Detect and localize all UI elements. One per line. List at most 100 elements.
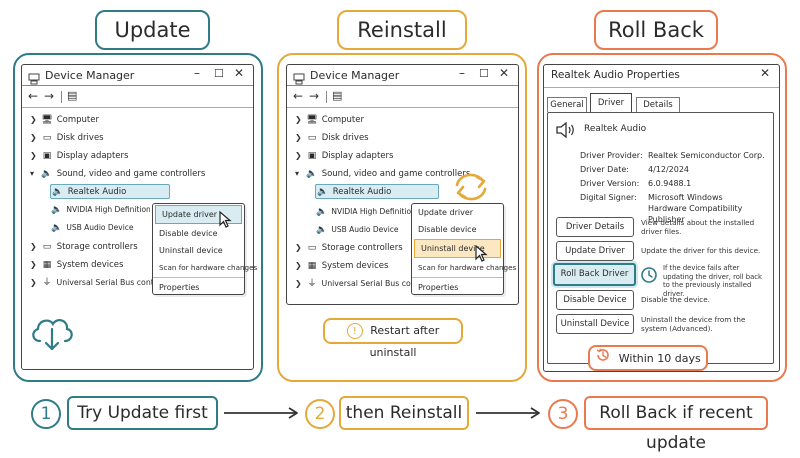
- step-1-label: Try Update first: [67, 396, 218, 430]
- close-icon[interactable]: ✕: [499, 66, 510, 80]
- device-manager-icon: [293, 70, 305, 89]
- forward-arrow-icon[interactable]: →: [44, 89, 55, 103]
- speaker-icon: 🔈: [316, 225, 328, 235]
- roll-back-driver-button[interactable]: Roll Back Driver: [553, 263, 636, 286]
- properties-window: Realtek Audio Properties ✕ General Drive…: [543, 64, 780, 372]
- maximize-icon[interactable]: ☐: [214, 67, 224, 80]
- tree-item-usb-controllers[interactable]: ❯⏚ Universal Serial Bus controllers: [295, 276, 443, 292]
- step-1-number: 1: [31, 399, 61, 429]
- restart-note: ! Restart after uninstall: [323, 318, 463, 359]
- tree-item-display-adapters[interactable]: ❯▣ Display adapters: [30, 148, 128, 164]
- speaker-icon: 🔈: [52, 187, 64, 197]
- tree-item-disk-drives[interactable]: ❯▭ Disk drives: [295, 130, 369, 146]
- tree-item-storage[interactable]: ❯▭ Storage controllers: [295, 240, 403, 256]
- forward-arrow-icon[interactable]: →: [309, 89, 320, 103]
- tree-item-computer[interactable]: ❯🖥 Computer: [295, 112, 364, 128]
- mouse-cursor-icon: [475, 244, 489, 267]
- disable-device-button[interactable]: Disable Device: [556, 290, 634, 310]
- speaker-icon: 🔈: [317, 187, 329, 197]
- speaker-icon: 🔈: [51, 223, 63, 233]
- tree-item-nvidia-audio[interactable]: 🔈 NVIDIA High Definition Audio: [315, 204, 411, 220]
- menu-uninstall-device[interactable]: Uninstall device: [159, 246, 223, 255]
- rollback-title: Roll Back: [594, 10, 718, 50]
- clock-history-icon: [640, 266, 658, 288]
- tab-details[interactable]: Details: [636, 97, 680, 112]
- driver-details-button[interactable]: Driver Details: [556, 217, 634, 237]
- maximize-icon[interactable]: ☐: [479, 67, 489, 80]
- arrow-step-1-to-2: [224, 407, 298, 419]
- tree-item-realtek-audio[interactable]: 🔈 Realtek Audio: [315, 184, 439, 199]
- computer-icon: 🖥: [41, 115, 53, 125]
- within-10-days-note: Within 10 days: [588, 345, 708, 371]
- close-icon[interactable]: ✕: [234, 66, 245, 80]
- update-title: Update: [95, 10, 210, 50]
- info-version-label: Driver Version:: [580, 179, 640, 188]
- tree-item-usb-controllers[interactable]: ❯⏚ Universal Serial Bus controllers: [30, 275, 178, 291]
- properties-icon[interactable]: ▤: [332, 89, 343, 102]
- device-manager-icon: [28, 70, 40, 89]
- tree-item-nvidia-audio[interactable]: 🔈 NVIDIA High Definition Audio: [50, 202, 150, 218]
- info-date-label: Driver Date:: [580, 165, 629, 174]
- tree-item-system-devices[interactable]: ❯▦ System devices: [295, 258, 388, 274]
- menu-scan[interactable]: Scan for hardware changes: [159, 263, 258, 272]
- disk-icon: ▭: [42, 133, 52, 143]
- uninstall-device-button[interactable]: Uninstall Device: [556, 314, 634, 334]
- rollback-panel: [537, 53, 787, 382]
- tree-item-display-adapters[interactable]: ❯▣ Display adapters: [295, 148, 393, 164]
- tree-item-sound[interactable]: ▾🔈 Sound, video and game controllers: [30, 166, 205, 182]
- roll-back-driver-desc: If the device fails after updating the d…: [663, 264, 762, 298]
- refresh-icon: [451, 169, 491, 209]
- back-arrow-icon[interactable]: ←: [28, 89, 39, 103]
- tree-item-disk-drives[interactable]: ❯▭ Disk drives: [30, 130, 104, 146]
- menu-disable-device[interactable]: Disable device: [418, 225, 477, 234]
- tree-item-storage[interactable]: ❯▭ Storage controllers: [30, 239, 138, 255]
- menu-disable-device[interactable]: Disable device: [159, 229, 218, 238]
- cloud-download-icon: [28, 309, 76, 357]
- menu-properties[interactable]: Properties: [159, 283, 200, 292]
- usb-icon: ⏚: [307, 279, 317, 289]
- tree-item-usb-audio[interactable]: 🔈 USB Audio Device: [315, 222, 398, 238]
- minimize-icon[interactable]: –: [459, 66, 465, 80]
- tree-item-computer[interactable]: ❯🖥 Computer: [30, 112, 99, 128]
- update-panel: [13, 53, 263, 382]
- tree-item-usb-audio[interactable]: 🔈 USB Audio Device: [50, 220, 133, 236]
- device-name: Realtek Audio: [584, 124, 647, 134]
- properties-icon[interactable]: ▤: [67, 89, 78, 102]
- monitor-icon: ▣: [307, 151, 317, 161]
- info-signer-value: Microsoft Windows Hardware Compatibility…: [648, 193, 743, 224]
- tab-driver[interactable]: Driver: [590, 93, 632, 113]
- info-provider-value: Realtek Semiconductor Corp.: [648, 151, 765, 160]
- tab-general[interactable]: General: [547, 97, 587, 112]
- menu-properties[interactable]: Properties: [418, 283, 459, 292]
- speaker-icon: 🔈: [316, 207, 328, 217]
- tree-item-sound[interactable]: ▾🔈 Sound, video and game controllers: [295, 166, 470, 182]
- history-icon: [595, 347, 611, 371]
- minimize-icon[interactable]: –: [194, 66, 200, 80]
- tree-item-system-devices[interactable]: ❯▦ System devices: [30, 257, 123, 273]
- arrow-step-2-to-3: [476, 407, 540, 419]
- menu-update-driver[interactable]: Update driver: [418, 208, 474, 217]
- speaker-icon: 🔈: [41, 169, 53, 179]
- chip-icon: ▦: [307, 261, 317, 271]
- info-provider-label: Driver Provider:: [580, 151, 643, 160]
- step-3-label: Roll Back if recent update: [584, 396, 768, 453]
- computer-icon: 🖥: [306, 115, 318, 125]
- tree-item-realtek-audio[interactable]: 🔈 Realtek Audio: [50, 184, 170, 199]
- close-icon[interactable]: ✕: [760, 66, 771, 80]
- speaker-icon: 🔈: [306, 169, 318, 179]
- storage-icon: ▭: [307, 243, 317, 253]
- disable-device-desc: Disable the device.: [641, 295, 710, 304]
- monitor-icon: ▣: [42, 151, 52, 161]
- step-2-label: then Reinstall: [339, 396, 469, 430]
- uninstall-device-desc: Uninstall the device from the system (Ad…: [641, 315, 746, 333]
- back-arrow-icon[interactable]: ←: [293, 89, 304, 103]
- update-driver-button[interactable]: Update Driver: [556, 241, 634, 261]
- chip-icon: ▦: [42, 260, 52, 270]
- driver-details-desc: View details about the installed driver …: [641, 218, 755, 236]
- reinstall-title: Reinstall: [337, 10, 467, 50]
- mouse-cursor-icon: [219, 210, 233, 233]
- device-manager-window-reinstall: Device Manager – ☐ ✕ ← → ▤ ❯🖥 Computer ❯…: [286, 64, 519, 305]
- menu-scan[interactable]: Scan for hardware changes: [418, 263, 517, 272]
- device-manager-window-update: Device Manager – ☐ ✕ ← → ▤ ❯🖥 Computer ❯…: [21, 64, 258, 370]
